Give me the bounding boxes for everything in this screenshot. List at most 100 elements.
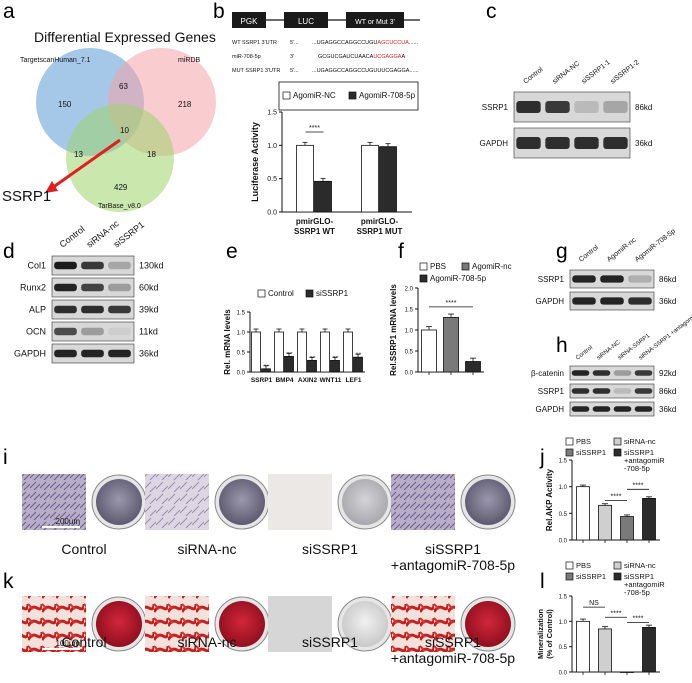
protein-band: [628, 275, 652, 283]
significance-label: ****: [332, 354, 339, 359]
significance-label: ****: [263, 363, 270, 368]
y-axis-label: Rel.AKP Activity: [545, 468, 554, 531]
y-tick-label: 0.5: [267, 176, 277, 183]
micrograph: [391, 474, 455, 530]
condition-label: Control: [61, 634, 106, 650]
y-tick-label: 1.0: [559, 485, 568, 491]
y-tick-label: 0.0: [237, 371, 246, 377]
bar: [620, 516, 634, 541]
x-tick-label: SSRP1 WT: [294, 227, 335, 236]
protein-band: [574, 101, 599, 113]
micrograph: [145, 596, 209, 652]
protein-band: [571, 370, 590, 376]
lane-label: Control: [522, 66, 544, 86]
significance-label: ****: [309, 125, 320, 132]
construct-box-utr: [346, 12, 404, 28]
panel-letter-b: b: [213, 0, 225, 23]
significance-label: ****: [611, 494, 622, 501]
y-axis-label: (% of Control): [545, 609, 554, 659]
condition-label: Control: [61, 541, 106, 557]
venn-count-ts-mirdb: 63: [119, 82, 128, 91]
panel-letter-e: e: [226, 240, 238, 263]
protein-band: [54, 349, 77, 358]
blot-strip: [569, 383, 655, 399]
protein-band: [108, 305, 131, 314]
micrograph: [268, 474, 332, 530]
size-label-2: 39kd: [139, 305, 159, 315]
y-tick-label: 1.0: [237, 331, 246, 337]
protein-label-2: GAPDH: [536, 405, 565, 414]
significance-label: ****: [633, 482, 644, 489]
legend-swatch: [282, 91, 291, 100]
venn-label-mirdb: miRDB: [178, 57, 200, 64]
protein-band: [54, 261, 77, 270]
protein-band: [571, 406, 590, 412]
protein-band: [572, 297, 596, 305]
bar: [251, 331, 261, 373]
seq-prime-mir: 3': [290, 54, 294, 60]
size-label-1: 60kd: [139, 283, 159, 293]
bar: [296, 144, 314, 213]
seq-prime-wt: 5'...: [290, 40, 299, 46]
culture-well: [342, 479, 388, 525]
panel-letter-h: h: [556, 334, 568, 357]
size-label-0: 130kd: [139, 261, 164, 271]
seq-text-mir: GCGUCGAUCUAACAUCGAGGAA: [318, 54, 405, 60]
legend-label: AgomiR-708-5p: [430, 274, 487, 283]
legend-label: siSSRP1: [316, 289, 349, 298]
legend-swatch: [419, 262, 428, 271]
legend-label: AgomiR-NC: [293, 91, 336, 100]
x-tick-label: WNT11: [320, 377, 342, 384]
significance-label: ****: [286, 350, 293, 355]
seq-label-mir: miR-708-5p: [232, 54, 261, 60]
legend-label: siSSRP1: [576, 448, 606, 457]
venn-set-tarbase: [66, 104, 174, 212]
bar: [314, 180, 332, 213]
bar: [576, 620, 590, 673]
protein-label-1: Runx2: [20, 283, 46, 293]
seq-text-wt: ...UGAGGCCAGGCCUGUAGCUCCUA......: [312, 40, 419, 46]
lane-label: AgomiR-nc: [606, 236, 638, 263]
protein-band: [613, 388, 632, 394]
legend-swatch: [613, 572, 622, 581]
protein-band: [81, 283, 104, 292]
blot-strip: [569, 401, 655, 417]
protein-label-0: SSRP1: [538, 275, 565, 284]
bar: [330, 359, 340, 373]
legend-label: Control: [268, 289, 294, 298]
size-label-0: 92kd: [659, 369, 676, 378]
y-tick-label: 0.0: [559, 539, 568, 545]
culture-well: [219, 601, 265, 647]
protein-label-1: GAPDH: [480, 139, 509, 148]
protein-band: [54, 305, 77, 314]
bar: [642, 497, 656, 541]
y-tick-label: 0.0: [405, 371, 414, 377]
construct-box-luc: [284, 12, 328, 28]
y-axis-label: Rel. mRNA levels: [223, 309, 232, 375]
x-tick-label: AXIN2: [298, 377, 318, 384]
protein-band: [108, 283, 131, 292]
protein-label-1: GAPDH: [536, 297, 565, 306]
y-tick-label: 0.5: [405, 350, 414, 356]
culture-well: [96, 601, 142, 647]
y-tick-label: 1.0: [267, 143, 277, 150]
protein-band: [613, 406, 632, 412]
legend-label: +antagomiR: [624, 580, 665, 589]
panel-letter-g: g: [556, 240, 568, 263]
seq-text-mut: ...UGAGGCCAGGCCUGUUUCGAGGA......: [312, 68, 419, 74]
x-tick-label: pmirGLO-: [361, 217, 399, 226]
protein-band: [600, 275, 624, 283]
bar: [343, 331, 353, 373]
condition-label: siSSRP1: [425, 634, 481, 650]
protein-band: [516, 101, 541, 113]
x-tick-label: LEF1: [346, 377, 362, 384]
venn-title: Differential Expressed Genes: [34, 29, 216, 45]
legend-swatch: [348, 91, 357, 100]
legend-label: AgomiR-nc: [472, 262, 512, 271]
protein-label-3: OCN: [26, 327, 46, 337]
